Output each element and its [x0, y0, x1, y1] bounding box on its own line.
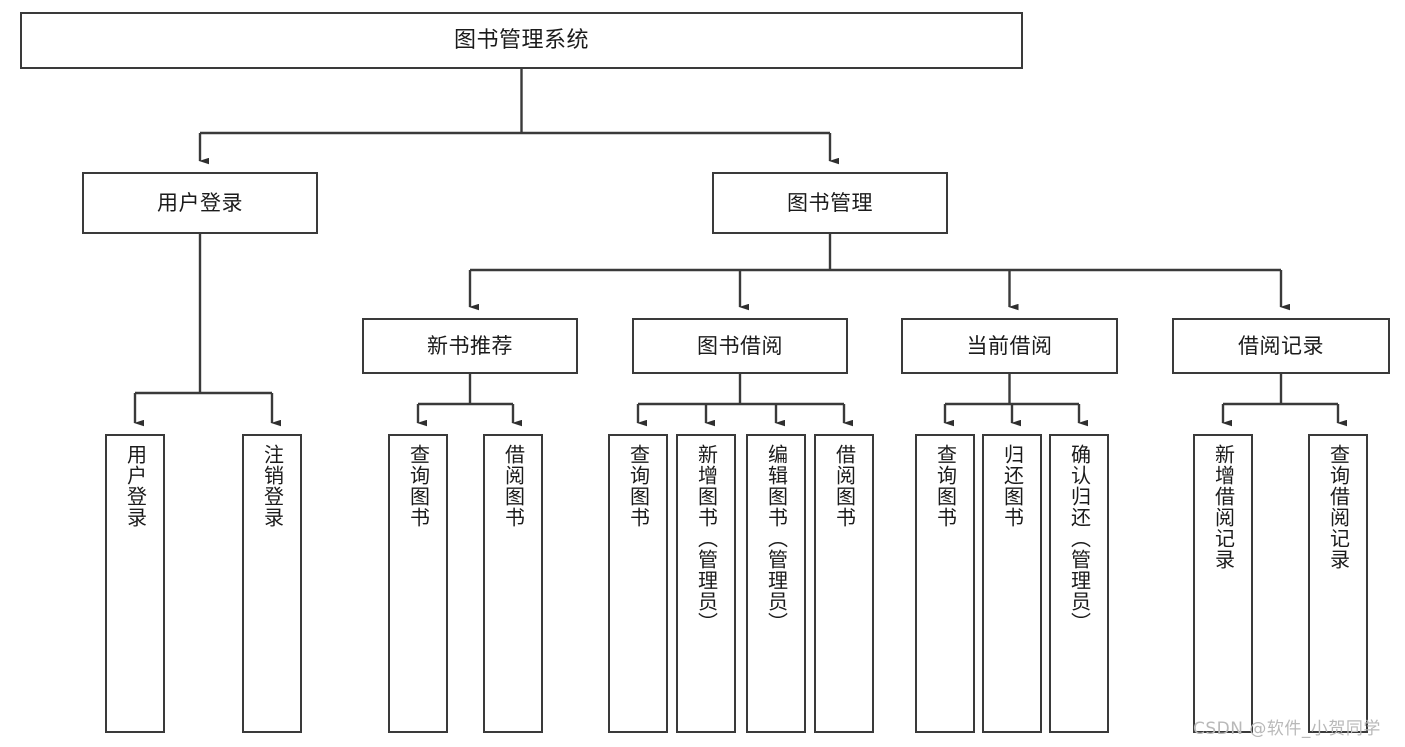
node-leaf13[interactable]: 查询借阅记录 [1308, 434, 1368, 733]
node-newrec[interactable]: 新书推荐 [362, 318, 578, 374]
node-leaf8[interactable]: 借阅图书 [814, 434, 874, 733]
node-records[interactable]: 借阅记录 [1172, 318, 1390, 374]
node-label: 新增图书（管理员） [694, 444, 719, 633]
node-label: 借阅记录 [1238, 333, 1324, 358]
node-label: 图书管理系统 [453, 27, 589, 53]
node-label: 借阅图书 [501, 444, 526, 528]
node-label: 图书管理 [787, 190, 873, 215]
node-label: 借阅图书 [832, 444, 857, 528]
node-label: 确认归还（管理员） [1067, 444, 1092, 633]
node-login[interactable]: 用户登录 [82, 172, 318, 234]
node-label: 查询图书 [406, 444, 431, 528]
node-leaf6[interactable]: 新增图书（管理员） [676, 434, 736, 733]
node-label: 用户登录 [157, 190, 243, 215]
node-label: 查询图书 [933, 444, 958, 528]
node-leaf5[interactable]: 查询图书 [608, 434, 668, 733]
node-borrow[interactable]: 图书借阅 [632, 318, 848, 374]
node-leaf7[interactable]: 编辑图书（管理员） [746, 434, 806, 733]
node-label: 用户登录 [123, 444, 148, 528]
node-label: 新增借阅记录 [1211, 444, 1236, 570]
csdn-watermark: CSDN @软件_小贺同学 [1193, 719, 1381, 739]
node-label: 注销登录 [260, 444, 285, 528]
node-label: 编辑图书（管理员） [764, 444, 789, 633]
node-leaf11[interactable]: 确认归还（管理员） [1049, 434, 1109, 733]
node-leaf9[interactable]: 查询图书 [915, 434, 975, 733]
node-leaf10[interactable]: 归还图书 [982, 434, 1042, 733]
node-leaf3[interactable]: 查询图书 [388, 434, 448, 733]
node-leaf12[interactable]: 新增借阅记录 [1193, 434, 1253, 733]
node-root[interactable]: 图书管理系统 [20, 12, 1023, 69]
node-label: 当前借阅 [966, 333, 1053, 358]
node-label: 图书借阅 [697, 333, 783, 358]
node-label: 查询图书 [626, 444, 651, 528]
node-label: 查询借阅记录 [1326, 444, 1351, 570]
node-leaf2[interactable]: 注销登录 [242, 434, 302, 733]
node-label: 新书推荐 [427, 333, 513, 358]
node-current[interactable]: 当前借阅 [901, 318, 1118, 374]
node-label: 归还图书 [1000, 444, 1025, 528]
node-leaf1[interactable]: 用户登录 [105, 434, 165, 733]
node-leaf4[interactable]: 借阅图书 [483, 434, 543, 733]
node-bookmgmt[interactable]: 图书管理 [712, 172, 948, 234]
